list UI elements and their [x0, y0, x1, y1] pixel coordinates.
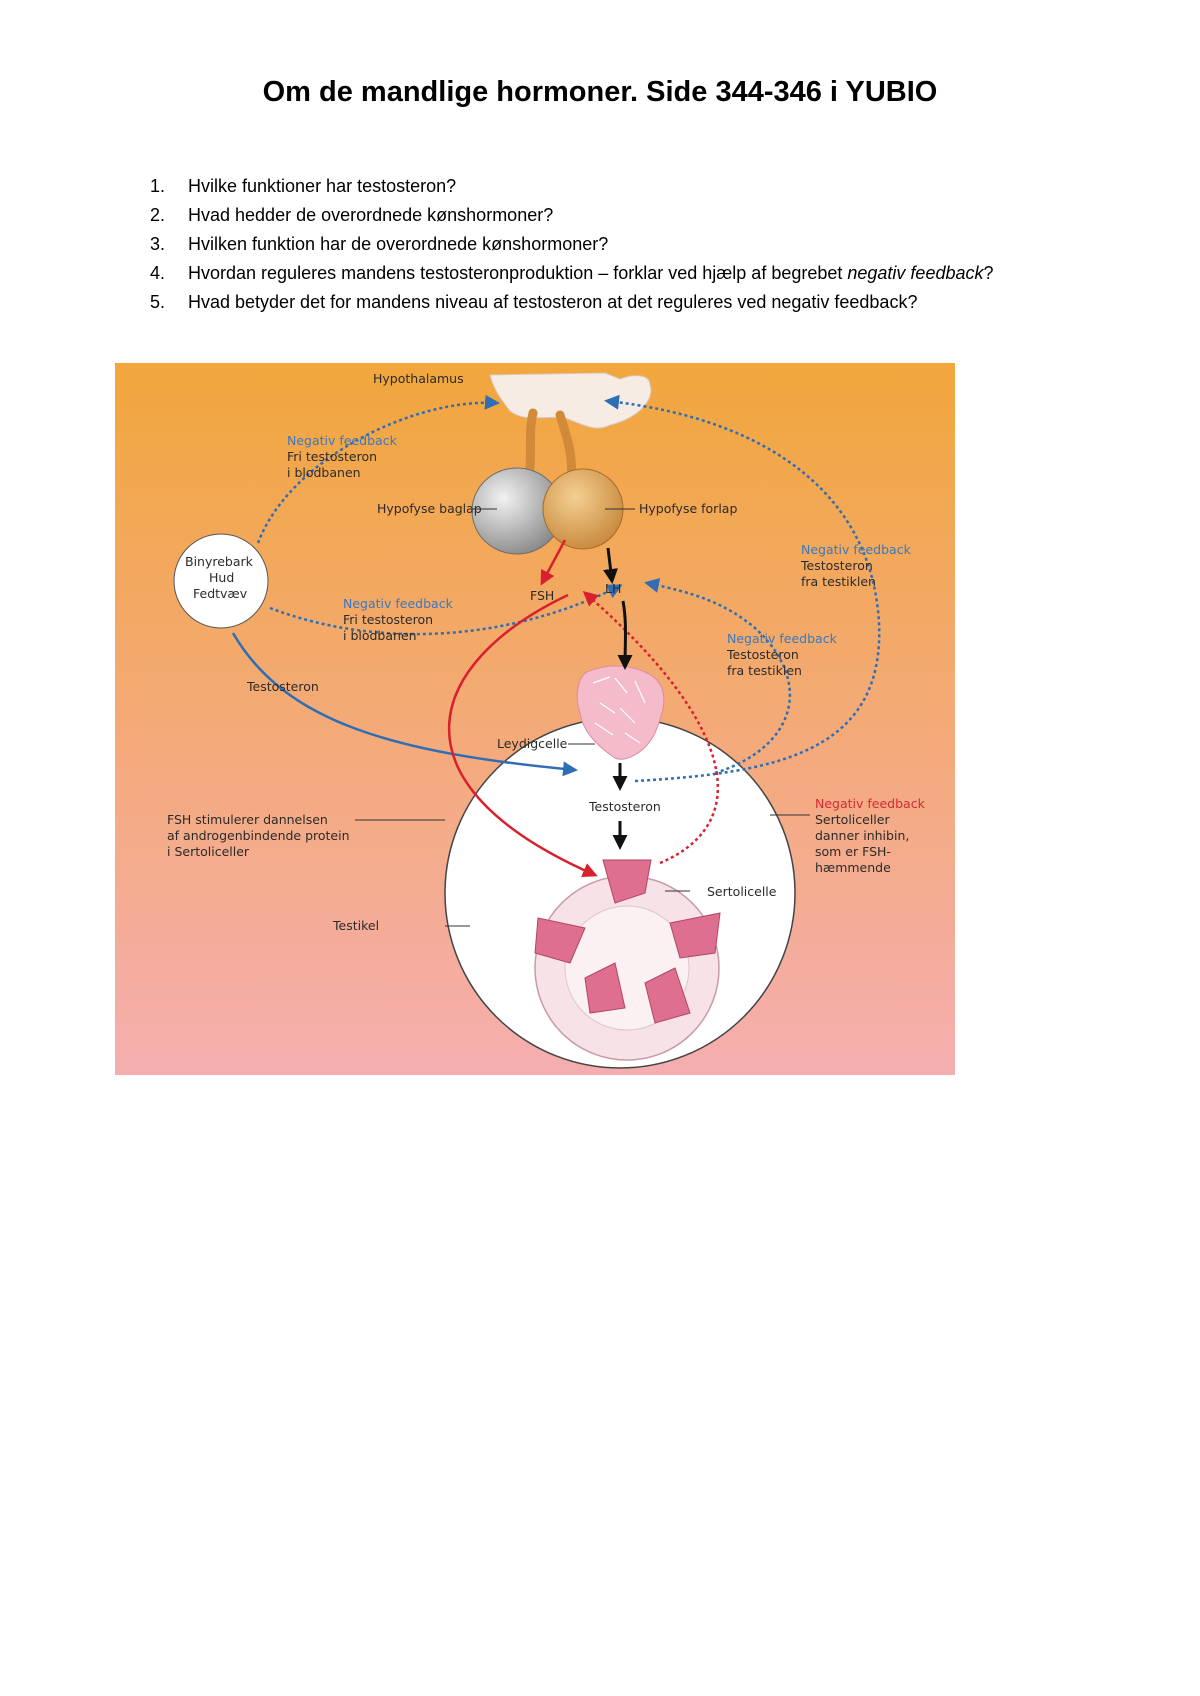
label-sertolicelle: Sertolicelle — [707, 884, 777, 899]
lh-arrow — [603, 547, 619, 584]
label-testosteron-center: Testosteron — [588, 799, 661, 814]
label-neg-feedback-left-mid-1: Negativ feedback — [343, 596, 454, 611]
label-neg-feedback-right-mid-2: Testosteron — [726, 647, 799, 662]
question-item: 1. Hvilke funktioner har testosteron? — [150, 172, 1030, 201]
question-text: Hvilken funktion har de overordnede køns… — [188, 234, 609, 254]
question-item: 5. Hvad betyder det for mandens niveau af… — [150, 288, 1030, 317]
label-fsh-stimulerer-1: FSH stimulerer dannelsen — [167, 812, 328, 827]
label-leydigcelle: Leydigcelle — [497, 736, 568, 751]
label-hypofyse-baglap: Hypofyse baglap — [377, 501, 482, 516]
question-item: 4. Hvordan reguleres mandens testosteronp… — [150, 259, 1030, 288]
label-hud: Hud — [209, 570, 234, 585]
label-neg-feedback-left-mid-3: i blodbanen — [343, 628, 417, 643]
label-neg-feedback-red-1: Negativ feedback — [815, 796, 926, 811]
question-text: Hvad betyder det for mandens niveau af t… — [188, 292, 918, 312]
label-neg-feedback-right-mid-1: Negativ feedback — [727, 631, 838, 646]
question-item: 2. Hvad hedder de overordnede kønshormone… — [150, 201, 1030, 230]
hormone-regulation-diagram: Hypothalamus Hypofyse baglap Hypofyse fo… — [115, 363, 955, 1075]
fsh-arrow — [540, 539, 567, 586]
label-neg-feedback-left-top-2: Fri testosteron — [287, 449, 377, 464]
feedback-arrow-left-mid — [269, 584, 623, 636]
question-number: 3. — [150, 234, 166, 254]
leydig-cell-cluster — [576, 665, 665, 760]
adrenal-skin-fat-circle — [173, 533, 269, 629]
label-testikel: Testikel — [332, 918, 379, 933]
label-neg-feedback-left-top-1: Negativ feedback — [287, 433, 398, 448]
testosteron-arrow-left — [231, 632, 578, 777]
question-number: 2. — [150, 205, 166, 225]
label-lh: LH — [605, 581, 621, 596]
label-neg-feedback-left-top-3: i blodbanen — [287, 465, 361, 480]
feedback-arrow-right-outer — [604, 394, 881, 783]
label-neg-feedback-left-mid-2: Fri testosteron — [343, 612, 433, 627]
lh-to-leydig-arrow — [617, 600, 633, 670]
feedback-arrow-right-inner — [644, 578, 792, 775]
label-neg-feedback-right-top-1: Negativ feedback — [801, 542, 912, 557]
question-number: 4. — [150, 263, 166, 283]
label-fedtvaev: Fedtvæv — [193, 586, 248, 601]
label-neg-feedback-red-5: hæmmende — [815, 860, 891, 875]
question-text: Hvordan reguleres mandens testosteronpro… — [188, 263, 848, 283]
label-neg-feedback-right-top-2: Testosteron — [800, 558, 873, 573]
label-fsh-stimulerer-2: af androgenbindende protein — [167, 828, 350, 843]
label-neg-feedback-right-top-3: fra testiklen — [801, 574, 876, 589]
page-title: Om de mandlige hormoner. Side 344-346 i … — [262, 76, 938, 108]
question-text-end: ? — [983, 263, 994, 283]
question-item: 3. Hvilken funktion har de overordnede kø… — [150, 230, 1030, 259]
label-fsh-stimulerer-3: i Sertoliceller — [167, 844, 250, 859]
label-fsh: FSH — [530, 588, 554, 603]
question-text: Hvilke funktioner har testosteron? — [188, 176, 457, 196]
label-binyrebark: Binyrebark — [185, 554, 254, 569]
diagram-canvas: Hypothalamus Hypofyse baglap Hypofyse fo… — [115, 363, 955, 1075]
label-testosteron-left: Testosteron — [246, 679, 319, 694]
leader-lines — [355, 508, 810, 927]
fsh-to-sertoli-arrow — [447, 593, 598, 878]
question-number: 5. — [150, 292, 166, 312]
label-neg-feedback-red-4: som er FSH- — [815, 844, 891, 859]
question-number: 1. — [150, 176, 166, 196]
label-hypothalamus: Hypothalamus — [373, 371, 464, 386]
question-text: Hvad hedder de overordnede kønshormoner? — [188, 205, 554, 225]
label-neg-feedback-right-mid-3: fra testiklen — [727, 663, 802, 678]
feedback-arrow-left-top — [256, 394, 500, 544]
label-neg-feedback-red-2: Sertoliceller — [815, 812, 890, 827]
question-list: 1. Hvilke funktioner har testosteron? 2. H… — [150, 172, 1030, 317]
label-hypofyse-forlap: Hypofyse forlap — [639, 501, 737, 516]
inhibin-feedback-arrow — [582, 591, 719, 865]
seminiferous-tubule — [534, 859, 721, 1061]
question-emphasis: negativ feedback — [847, 263, 984, 283]
label-neg-feedback-red-3: danner inhibin, — [815, 828, 909, 843]
